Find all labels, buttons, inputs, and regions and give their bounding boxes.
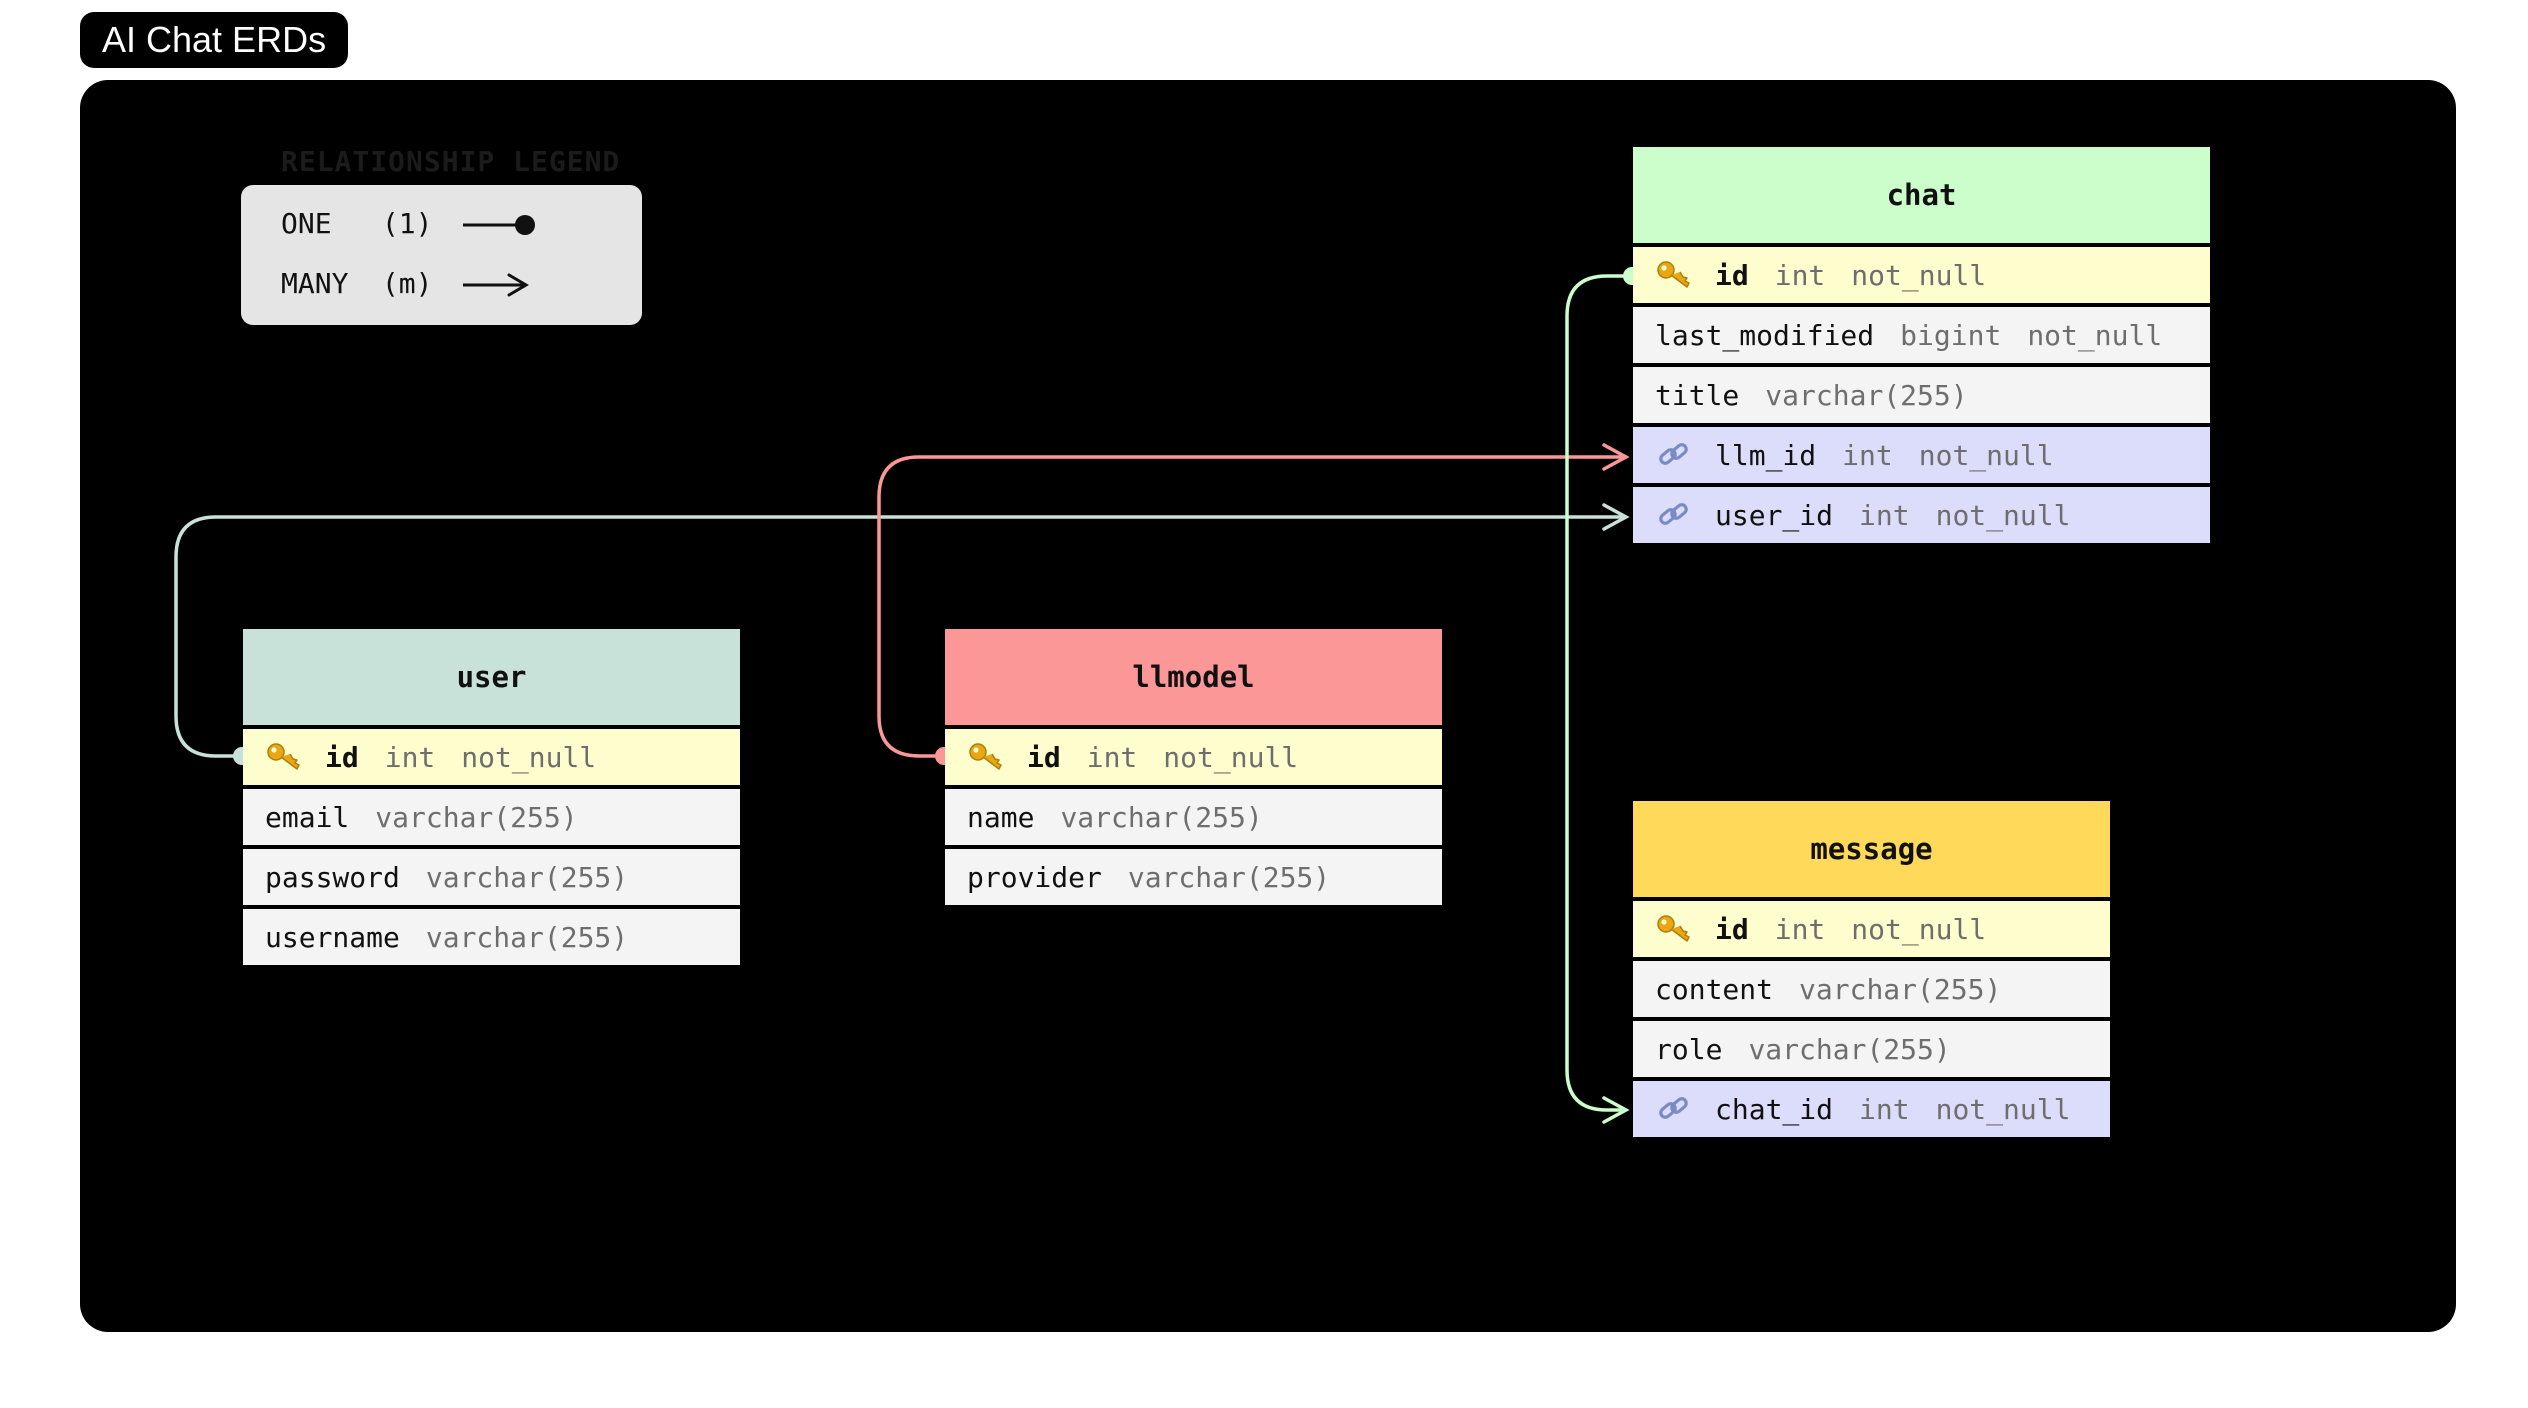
- link-icon: [1655, 439, 1693, 471]
- field-row-llmodel-name[interactable]: name varchar(255): [945, 789, 1442, 845]
- field-type: int: [1774, 258, 1826, 292]
- field-constraint: not_null: [461, 740, 597, 774]
- field-name: email: [265, 800, 350, 834]
- legend-title: RELATIONSHIP LEGEND: [281, 145, 621, 178]
- page-title: AI Chat ERDs: [80, 12, 349, 68]
- table-message[interactable]: message id int not_null content varchar(…: [1633, 801, 2110, 1137]
- field-type: int: [1859, 1092, 1910, 1126]
- table-user[interactable]: user id int not_null email varchar(255) …: [243, 629, 740, 965]
- field-type: varchar(255): [1799, 972, 2002, 1006]
- field-name: id: [1715, 912, 1749, 946]
- field-row-llmodel-provider[interactable]: provider varchar(255): [945, 849, 1442, 905]
- link-icon: [1655, 1093, 1693, 1125]
- field-name: chat_id: [1715, 1092, 1834, 1126]
- table-chat[interactable]: chat id int not_null last_modified bigin…: [1633, 147, 2210, 543]
- key-icon: [1655, 259, 1693, 291]
- field-name: username: [265, 920, 400, 954]
- legend-one-label: ONE: [281, 207, 332, 240]
- field-type: varchar(255): [1060, 800, 1263, 834]
- field-constraint: not_null: [1935, 498, 2071, 532]
- field-type: int: [384, 740, 436, 774]
- field-type: int: [1842, 438, 1893, 472]
- many-relationship-icon: [463, 273, 529, 297]
- key-icon: [1655, 913, 1693, 945]
- field-row-message-chat-id[interactable]: chat_id int not_null: [1633, 1081, 2110, 1137]
- field-type: varchar(255): [1748, 1032, 1951, 1066]
- field-type: varchar(255): [425, 920, 629, 954]
- field-name: name: [967, 800, 1035, 834]
- table-header-message: message: [1633, 801, 2110, 897]
- field-name: llm_id: [1715, 438, 1817, 472]
- table-llmodel[interactable]: llmodel id int not_null name varchar(255…: [945, 629, 1442, 905]
- field-name: id: [1027, 740, 1061, 774]
- field-type: varchar(255): [375, 800, 578, 834]
- field-type: int: [1774, 912, 1826, 946]
- field-constraint: not_null: [1851, 912, 1987, 946]
- table-header-user: user: [243, 629, 740, 725]
- field-name: provider: [967, 860, 1102, 894]
- field-name: last_modified: [1655, 318, 1875, 352]
- field-row-user-password[interactable]: password varchar(255): [243, 849, 740, 905]
- field-row-chat-user-id[interactable]: user_id int not_null: [1633, 487, 2210, 543]
- field-type: int: [1859, 498, 1910, 532]
- key-icon: [265, 741, 303, 773]
- field-row-chat-title[interactable]: title varchar(255): [1633, 367, 2210, 423]
- table-header-llmodel: llmodel: [945, 629, 1442, 725]
- field-row-message-id[interactable]: id int not_null: [1633, 901, 2110, 957]
- legend-many-label: MANY: [281, 267, 349, 300]
- field-constraint: not_null: [2027, 318, 2163, 352]
- field-row-chat-id[interactable]: id int not_null: [1633, 247, 2210, 303]
- field-row-user-email[interactable]: email varchar(255): [243, 789, 740, 845]
- legend-many: MANY (m): [281, 267, 529, 300]
- table-header-chat: chat: [1633, 147, 2210, 243]
- field-name: title: [1655, 378, 1740, 412]
- field-type: varchar(255): [425, 860, 629, 894]
- field-type: varchar(255): [1765, 378, 1968, 412]
- legend-one-symbol: (1): [381, 207, 433, 240]
- field-row-llmodel-id[interactable]: id int not_null: [945, 729, 1442, 785]
- field-name: password: [265, 860, 400, 894]
- field-name: id: [1715, 258, 1749, 292]
- field-constraint: not_null: [1918, 438, 2054, 472]
- field-row-chat-last-modified[interactable]: last_modified bigint not_null: [1633, 307, 2210, 363]
- field-row-message-role[interactable]: role varchar(255): [1633, 1021, 2110, 1077]
- legend-one: ONE (1): [281, 207, 535, 240]
- field-row-chat-llm-id[interactable]: llm_id int not_null: [1633, 427, 2210, 483]
- field-constraint: not_null: [1851, 258, 1987, 292]
- field-type: bigint: [1900, 318, 2002, 352]
- field-name: user_id: [1715, 498, 1834, 532]
- field-name: role: [1655, 1032, 1723, 1066]
- field-constraint: not_null: [1935, 1092, 2071, 1126]
- key-icon: [967, 741, 1005, 773]
- field-row-message-content[interactable]: content varchar(255): [1633, 961, 2110, 1017]
- one-relationship-icon: [463, 215, 535, 235]
- field-row-user-username[interactable]: username varchar(255): [243, 909, 740, 965]
- field-type: int: [1086, 740, 1138, 774]
- link-icon: [1655, 499, 1693, 531]
- field-row-user-id[interactable]: id int not_null: [243, 729, 740, 785]
- field-name: id: [325, 740, 359, 774]
- relationship-legend: ONE (1) MANY (m): [241, 185, 642, 325]
- legend-many-symbol: (m): [381, 267, 433, 300]
- field-constraint: not_null: [1163, 740, 1299, 774]
- field-name: content: [1655, 972, 1774, 1006]
- field-type: varchar(255): [1127, 860, 1331, 894]
